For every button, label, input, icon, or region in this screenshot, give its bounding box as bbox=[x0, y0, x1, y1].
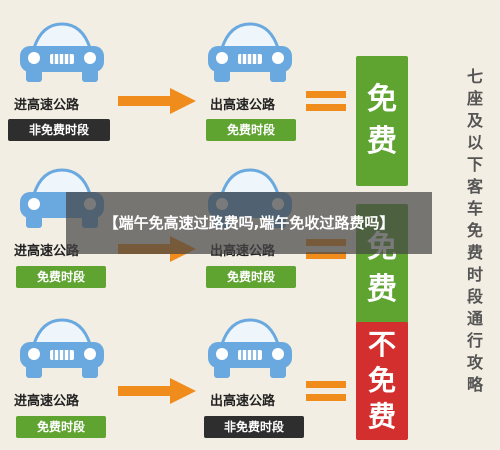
title-char: 攻 bbox=[466, 353, 483, 372]
title-char: 免 bbox=[466, 221, 483, 240]
exit-time-badge: 免费时段 bbox=[206, 266, 296, 288]
title-char: 七 bbox=[466, 67, 483, 86]
entry-time-badge: 非免费时段 bbox=[8, 119, 110, 141]
entry-label: 进高速公路 bbox=[14, 394, 80, 409]
exit-label: 出高速公路 bbox=[210, 98, 276, 113]
exit-label: 出高速公路 bbox=[210, 394, 276, 409]
exit-time-badge: 免费时段 bbox=[206, 119, 296, 141]
result-free: 免 费 bbox=[356, 56, 408, 186]
rule-row-1: 进高速公路 非免费时段 出高速公路 免费时段 免 费 bbox=[0, 0, 440, 186]
title-char: 略 bbox=[466, 375, 483, 394]
title-char: 行 bbox=[466, 331, 483, 350]
equals-icon bbox=[306, 381, 346, 401]
arrow-right-icon bbox=[118, 88, 196, 114]
car-icon bbox=[20, 318, 104, 378]
title-char: 费 bbox=[466, 243, 483, 262]
car-icon bbox=[20, 22, 104, 82]
title-char: 时 bbox=[466, 265, 483, 284]
result-char: 免 bbox=[367, 364, 396, 397]
car-icon bbox=[208, 22, 292, 82]
entry-label: 进高速公路 bbox=[14, 244, 80, 259]
title-char: 座 bbox=[466, 89, 483, 108]
rule-row-3: 进高速公路 免费时段 出高速公路 非免费时段 不 免 费 bbox=[0, 300, 440, 445]
title-char: 客 bbox=[466, 177, 483, 196]
result-char: 免 bbox=[367, 82, 397, 117]
title-char: 段 bbox=[466, 287, 483, 306]
title-char: 及 bbox=[466, 111, 483, 130]
result-not-free: 不 免 费 bbox=[356, 322, 408, 440]
title-char: 通 bbox=[466, 309, 483, 328]
vertical-title: 七 座 及 以 下 客 车 免 费 时 段 通 行 攻 略 bbox=[462, 66, 488, 396]
title-char: 以 bbox=[466, 133, 483, 152]
result-char: 费 bbox=[367, 400, 396, 433]
entry-label: 进高速公路 bbox=[14, 98, 80, 113]
title-banner: 【端午免高速过路费吗,端午免收过路费吗】 bbox=[66, 192, 432, 254]
equals-icon bbox=[306, 91, 346, 111]
entry-time-badge: 免费时段 bbox=[16, 416, 106, 438]
result-char: 费 bbox=[367, 272, 397, 307]
arrow-right-icon bbox=[118, 378, 196, 404]
result-char: 费 bbox=[367, 124, 397, 159]
exit-time-badge: 非免费时段 bbox=[204, 416, 304, 438]
result-char: 不 bbox=[367, 328, 396, 361]
entry-time-badge: 免费时段 bbox=[16, 266, 106, 288]
car-icon bbox=[208, 318, 292, 378]
title-char: 下 bbox=[466, 155, 483, 174]
title-char: 车 bbox=[466, 199, 483, 218]
